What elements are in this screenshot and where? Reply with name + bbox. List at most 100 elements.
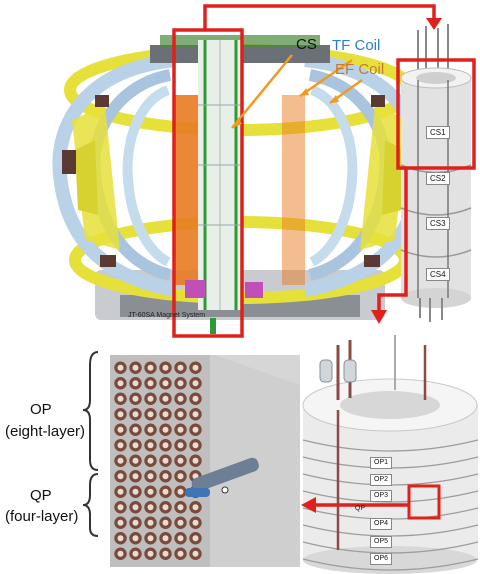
conductor-cell-core — [192, 426, 199, 433]
conductor-cell-core — [192, 442, 199, 449]
tf-coil-label: TF Coil — [332, 37, 381, 54]
conductor-cell-core — [132, 535, 139, 542]
conductor-cell-core — [162, 380, 169, 387]
conductor-cell-core — [162, 519, 169, 526]
qp-tag: QP — [355, 505, 366, 512]
conductor-cell-core — [147, 535, 154, 542]
conductor-cell-core — [132, 442, 139, 449]
conductor-cell-core — [162, 535, 169, 542]
conductor-cell-core — [177, 488, 184, 495]
conductor-cell-core — [147, 395, 154, 402]
arrow-down — [371, 168, 408, 324]
cs-highlight-box — [172, 28, 244, 338]
conductor-cell-core — [162, 457, 169, 464]
conductor-cell-core — [177, 380, 184, 387]
ef-coil-label: EF Coil — [335, 61, 385, 78]
conductor-cell-core — [162, 504, 169, 511]
conductor-cell-core — [132, 473, 139, 480]
conductor-cell-core — [147, 442, 154, 449]
cs-label: CS — [296, 36, 317, 53]
module-tag: CS4 — [426, 268, 450, 281]
pancake-layer-line — [302, 439, 479, 452]
conductor-cell-core — [147, 504, 154, 511]
conductor-cell-core — [192, 519, 199, 526]
conductor-cell-core — [162, 473, 169, 480]
module-tag: CS3 — [426, 217, 450, 230]
conductor-cell-core — [132, 457, 139, 464]
pancake-tag: OP6 — [370, 553, 393, 565]
qp-label: QP — [30, 487, 52, 504]
conductor-cell-core — [177, 426, 184, 433]
pancake-tag: OP2 — [370, 474, 393, 486]
conductor-cell-core — [147, 380, 154, 387]
conductor-cell-core — [177, 395, 184, 402]
arrow-left — [301, 497, 410, 513]
conductor-cell-core — [117, 488, 124, 495]
pancake-layer-line — [302, 490, 479, 503]
conductor-cell-core — [147, 411, 154, 418]
conductor-cell-core — [117, 519, 124, 526]
conductor-cell-core — [132, 395, 139, 402]
arrow-top — [203, 4, 442, 30]
conductor-cell-core — [177, 457, 184, 464]
conductor-cell-core — [147, 519, 154, 526]
pancake-coil — [302, 335, 479, 574]
conductor-cell-core — [132, 504, 139, 511]
conductor-cell-core — [132, 380, 139, 387]
conductor-cell-core — [162, 442, 169, 449]
conductor-cell-core — [177, 550, 184, 557]
conductor-cell-core — [177, 411, 184, 418]
conductor-cell-core — [147, 550, 154, 557]
conductor-cell-core — [162, 426, 169, 433]
conductor-cell-core — [162, 364, 169, 371]
conductor-cell-core — [117, 473, 124, 480]
pancake-tag: OP5 — [370, 536, 393, 548]
conductor-cell-core — [177, 442, 184, 449]
conductor-cell-core — [192, 535, 199, 542]
conductor-cell-core — [117, 411, 124, 418]
conductor-cell-core — [192, 380, 199, 387]
conductor-cell-core — [162, 411, 169, 418]
op-label: OP — [30, 401, 52, 418]
conductor-cell-core — [132, 519, 139, 526]
conductor-cell-core — [162, 395, 169, 402]
conductor-cell-core — [147, 473, 154, 480]
conductor-cell-core — [117, 380, 124, 387]
conductor-cell-core — [117, 364, 124, 371]
conductor-section — [82, 351, 300, 567]
label-leaders — [231, 54, 363, 129]
conductor-cell-core — [132, 411, 139, 418]
conductor-cell-core — [192, 395, 199, 402]
conductor-cell-core — [192, 457, 199, 464]
conductor-cell-core — [162, 550, 169, 557]
conductor-cell-core — [162, 488, 169, 495]
conductor-cell-core — [177, 504, 184, 511]
op-sub-label: (eight-layer) — [5, 423, 86, 440]
conductor-cell-core — [177, 473, 184, 480]
cs-stack — [400, 24, 472, 322]
conductor-cell-core — [117, 395, 124, 402]
conductor-cell-core — [117, 426, 124, 433]
conductor-cell-core — [117, 504, 124, 511]
module-tag: CS1 — [426, 126, 450, 139]
conductor-cell-core — [192, 364, 199, 371]
pancake-tag: OP1 — [370, 457, 393, 469]
conductor-cell-core — [177, 535, 184, 542]
magnet-system-illustration — [52, 35, 428, 334]
conductor-cell-core — [132, 364, 139, 371]
conductor-cell-core — [147, 488, 154, 495]
conductor-cell-core — [132, 550, 139, 557]
conductor-cell-core — [147, 457, 154, 464]
pancake-tag: OP3 — [370, 490, 393, 502]
cs1-highlight-box — [396, 58, 476, 170]
pancake-tag: OP4 — [370, 518, 393, 530]
conductor-cell-core — [192, 550, 199, 557]
qp-sub-label: (four-layer) — [5, 508, 79, 525]
conductor-cell-core — [147, 426, 154, 433]
conductor-cell-core — [132, 426, 139, 433]
conductor-cell-core — [177, 364, 184, 371]
conductor-cell-core — [117, 535, 124, 542]
conductor-cell-core — [192, 411, 199, 418]
turn-highlight-box — [407, 484, 441, 520]
